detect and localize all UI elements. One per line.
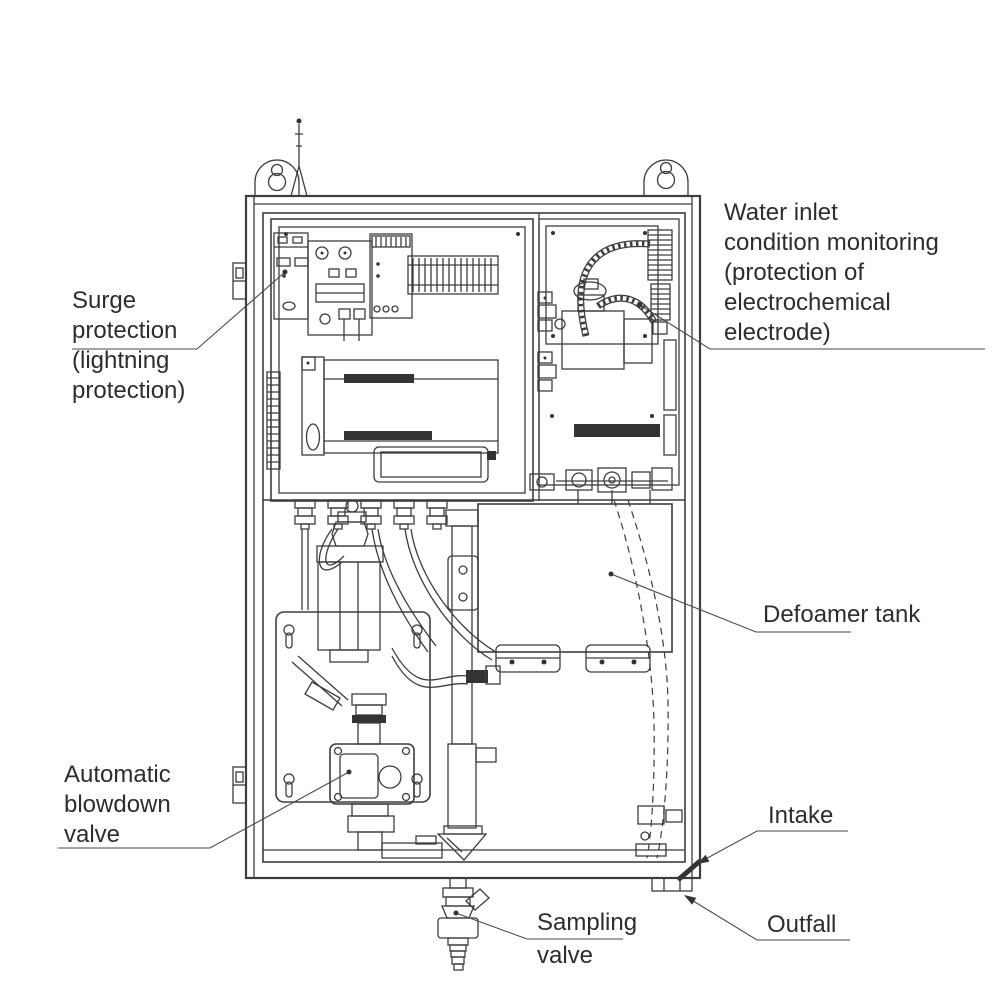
- leader-sampling-valve: [453, 910, 623, 940]
- label-defoamer-tank: Defoamer tank: [763, 601, 921, 628]
- power-supply: [369, 233, 413, 319]
- intake-port: [676, 859, 702, 882]
- side-terminal-strip: [266, 371, 281, 470]
- wall-mount-bracket-left: [254, 159, 300, 196]
- label-outfall: Outfall: [767, 911, 837, 938]
- cabinet-frame: [232, 194, 702, 880]
- outfall-port: [651, 877, 693, 892]
- bottom-right-assembly: [635, 805, 683, 857]
- label-automatic-blowdown-valve: Automatic blowdown valve: [64, 761, 171, 848]
- leader-outfall: [684, 895, 850, 941]
- leader-defoamer-tank: [608, 571, 851, 633]
- label-sampling-valve: Sampling valve: [537, 909, 638, 969]
- sampling-valve: [437, 877, 490, 971]
- label-intake: Intake: [768, 802, 834, 829]
- inlet-monitoring-assembly: [537, 225, 677, 456]
- measurement-cell: [316, 499, 384, 663]
- leader-intake: [697, 830, 848, 864]
- wall-mount-bracket-right: [643, 159, 689, 196]
- circuit-breaker: [307, 240, 373, 341]
- leader-blowdown-valve: [58, 769, 352, 849]
- cable-duct-tray: [373, 446, 496, 483]
- leader-surge-protection: [72, 269, 288, 350]
- mounting-plate: [275, 611, 431, 803]
- plc-controller: [301, 356, 499, 456]
- automatic-blowdown-valve: [329, 693, 415, 805]
- transfer-hose: [391, 647, 501, 688]
- label-surge-protection: Surge protection (lightning protection): [72, 287, 186, 404]
- label-water-inlet-monitoring: Water inlet condition monitoring (protec…: [724, 199, 939, 346]
- terminal-block-strip: [407, 255, 499, 295]
- bottom-piping: [347, 803, 443, 859]
- cable-glands: [294, 499, 497, 661]
- leader-water-inlet: [637, 302, 985, 350]
- drain-pipe-funnel: [436, 509, 497, 861]
- defoamer-tank: [477, 467, 673, 859]
